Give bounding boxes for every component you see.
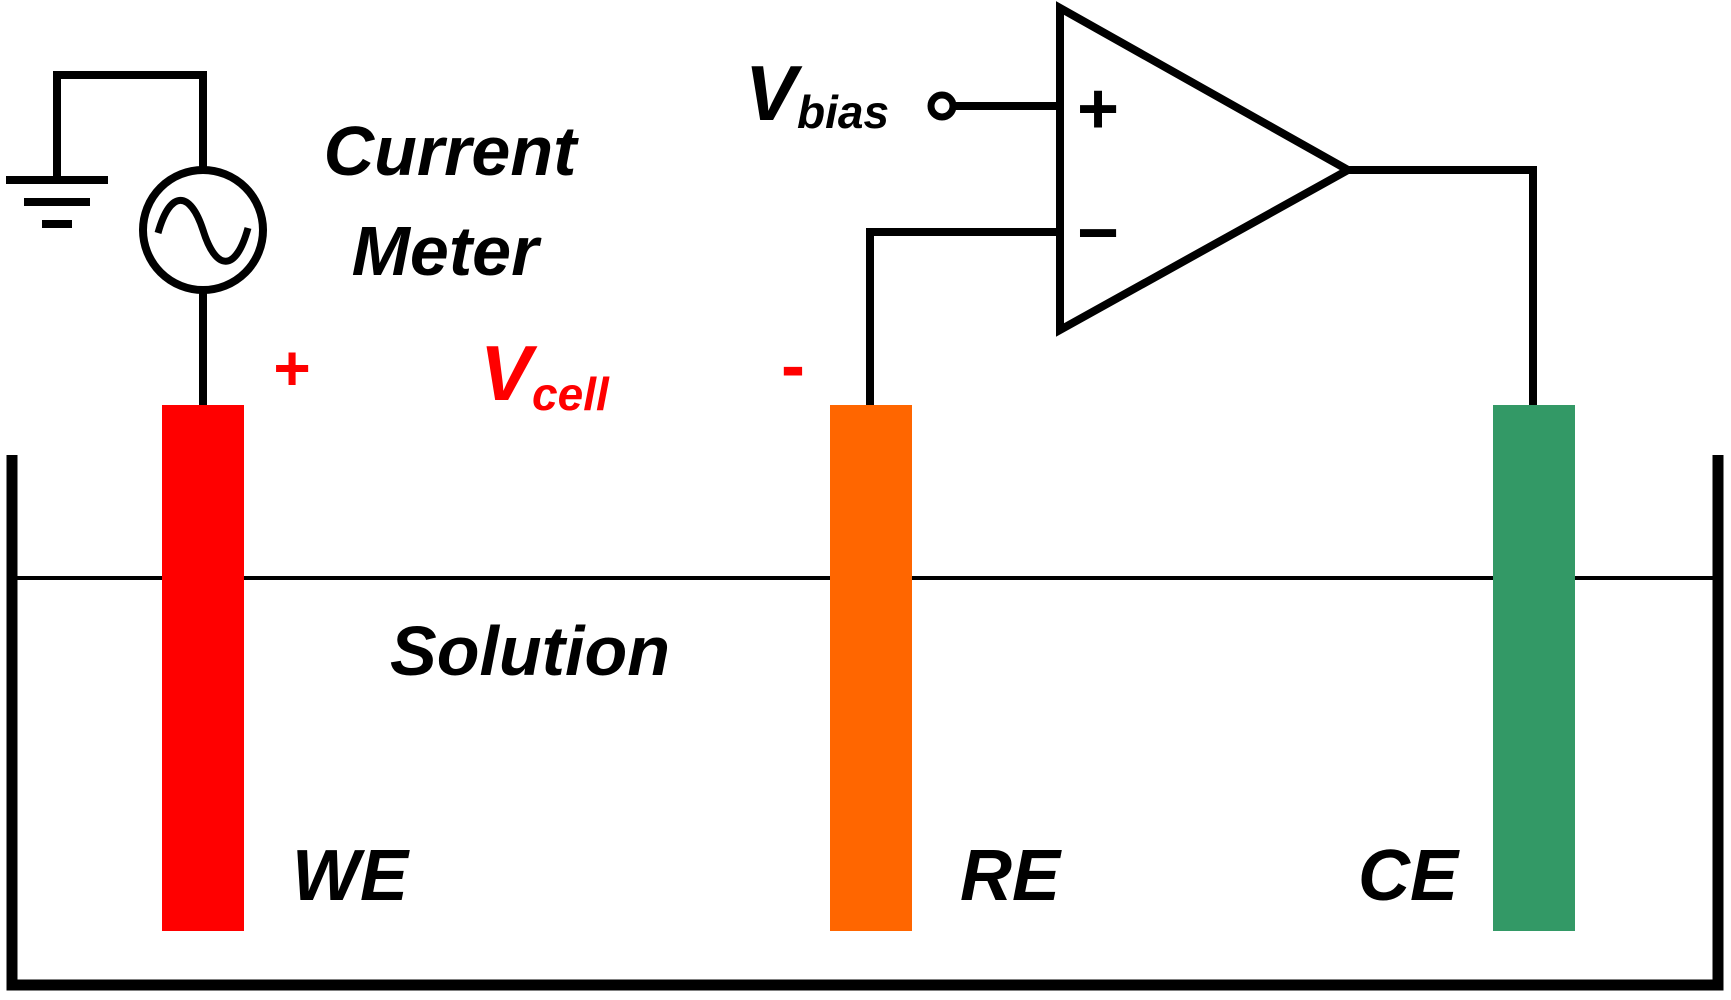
v-cell-main: V [480,329,538,417]
v-bias-sub: bias [797,86,889,138]
v-bias-main: V [745,49,803,137]
ground-symbol-icon [6,71,207,228]
v-cell-plus: + [273,332,310,404]
v-bias-label: Vbias [745,49,889,138]
v-cell-minus: - [781,326,805,406]
opamp-plus-sign: + [1077,69,1119,149]
ce-label: CE [1358,836,1460,916]
opamp-triangle-icon: + − [1056,1,1357,337]
re-feedback-wire [866,228,1060,405]
we-label: WE [292,836,410,916]
beaker-outline [6,455,1724,991]
bias-terminal-icon [927,91,1060,121]
opamp-minus-sign: − [1077,193,1119,273]
opamp-output-wire [1348,166,1537,405]
ac-source-icon [139,166,267,405]
v-cell-sub: cell [532,368,610,420]
current-meter-label-line1: Current [324,112,579,190]
ce-electrode [1493,405,1575,931]
re-electrode [830,405,912,931]
re-label: RE [960,836,1062,916]
we-electrode [162,405,244,931]
v-cell-label: Vcell [480,329,610,420]
solution-label: Solution [390,612,670,690]
current-meter-label-line2: Meter [352,212,542,290]
